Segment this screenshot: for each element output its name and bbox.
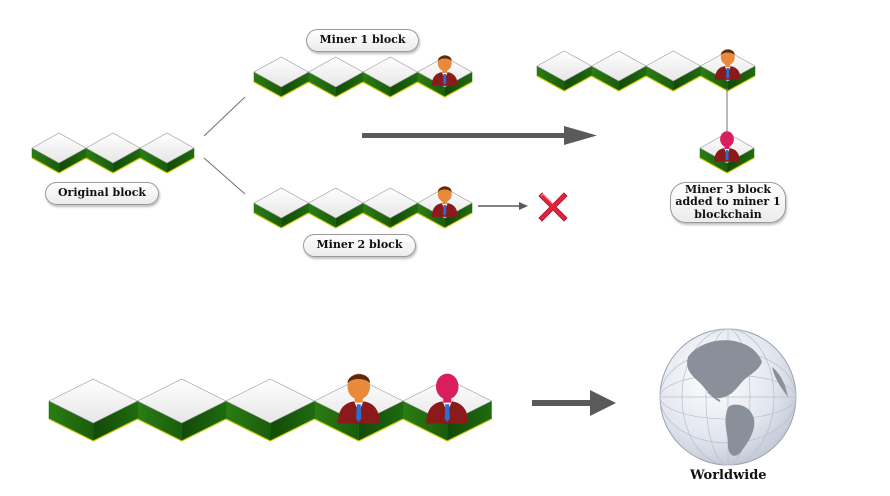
miner3-label-line3: blockchain	[694, 207, 762, 221]
miner3-single-block	[699, 131, 755, 174]
person-icon	[714, 131, 740, 162]
miner1-label-text: Miner 1 block	[319, 33, 406, 47]
miner3-label: Miner 3 block added to miner 1 blockchai…	[670, 182, 786, 223]
reject-arrow	[478, 202, 528, 210]
worldwide-caption: Worldwide	[690, 468, 767, 483]
miner3-label-line2: added to miner 1	[675, 195, 781, 209]
globe-icon	[659, 328, 797, 466]
fork-line-down	[203, 157, 246, 195]
miner3-label-line1: Miner 3 block	[685, 182, 771, 196]
person-icon	[714, 49, 741, 80]
result-chain	[536, 49, 756, 92]
block	[416, 55, 473, 98]
block	[362, 56, 419, 98]
block	[645, 50, 702, 92]
miner2-chain	[253, 186, 473, 229]
miner1-label: Miner 1 block	[306, 29, 419, 52]
worldwide-chain	[48, 373, 493, 442]
miner2-label: Miner 2 block	[303, 234, 416, 257]
block	[307, 187, 364, 229]
block	[253, 56, 310, 98]
block	[253, 187, 310, 229]
person-icon	[426, 373, 469, 424]
block	[416, 186, 473, 229]
person-icon	[431, 55, 458, 86]
block	[362, 187, 419, 229]
block	[48, 378, 139, 442]
x-mark-icon	[538, 192, 568, 222]
block	[699, 131, 755, 174]
propagate-arrow	[362, 126, 597, 145]
miner2-label-text: Miner 2 block	[316, 238, 403, 252]
original-chain	[31, 132, 195, 174]
worldwide-arrow	[532, 390, 616, 416]
original-label-text: Original block	[57, 186, 147, 200]
miner1-chain	[253, 55, 473, 98]
fork-line-up	[203, 96, 246, 137]
block	[85, 132, 141, 174]
block	[590, 50, 647, 92]
person-icon	[431, 186, 458, 217]
block	[536, 50, 593, 92]
block	[136, 378, 227, 442]
block	[313, 373, 404, 442]
block	[31, 132, 87, 174]
block	[699, 49, 756, 92]
block	[139, 132, 195, 174]
block	[307, 56, 364, 98]
original-label: Original block	[45, 182, 159, 205]
block	[225, 378, 316, 442]
block	[402, 373, 493, 442]
person-icon	[337, 373, 380, 424]
